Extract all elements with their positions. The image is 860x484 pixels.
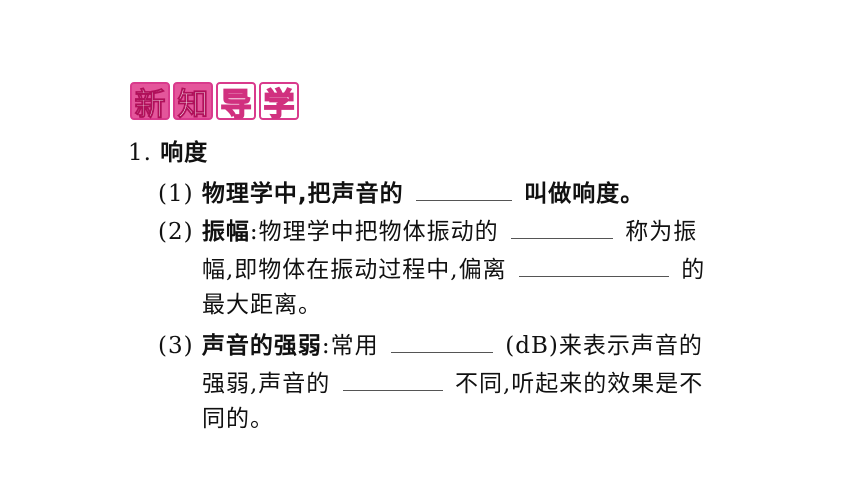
heading-char-4: 学 [259,82,299,123]
p3-line3: 同的。 [202,406,274,432]
blank-4[interactable] [390,328,493,353]
paragraph-3-line-2: 强弱,声音的 不同,听起来的效果是不 [202,366,703,399]
paragraph-1: (1) 物理学中,把声音的 叫做响度。 [158,176,644,209]
heading-char-2: 知 [173,82,213,123]
p1-label: (1) [158,181,194,207]
p3-term: 声音的强弱 [201,333,322,359]
p3-label: (3) [158,333,194,359]
paragraph-2-line-2: 幅,即物体在振动过程中,偏离 的 [202,252,705,285]
p3-line1-pre: 常用 [330,333,379,359]
item-title: 响度 [160,140,209,166]
p2-line2-post: 的 [681,257,706,283]
p3-line2-pre: 强弱,声音的 [202,371,331,397]
p2-line1-pre: 物理学中把物体振动的 [258,219,499,245]
section-heading: 新 知 导 学 [130,82,299,123]
paragraph-3-line-1: (3) 声音的强弱:常用 (dB)来表示声音的 [158,328,703,361]
heading-char-1: 新 [130,82,170,123]
heading-char-3: 导 [216,82,256,123]
p2-colon: : [249,219,259,245]
p3-line1-post: (dB)来表示声音的 [505,333,703,359]
p3-line2-post: 不同,听起来的效果是不 [454,371,704,397]
item-1-title: 1. 响度 [128,138,208,168]
p3-colon: : [321,333,331,359]
blank-2[interactable] [510,214,613,239]
paragraph-3-line-3: 同的。 [202,404,274,434]
blank-5[interactable] [342,366,443,391]
p2-line2-pre: 幅,即物体在振动过程中,偏离 [202,257,507,283]
p2-line3: 最大距离。 [202,292,322,318]
p2-line1-post: 称为振 [625,219,698,245]
blank-1[interactable] [415,176,512,201]
paragraph-2-line-1: (2) 振幅:物理学中把物体振动的 称为振 [158,214,697,247]
blank-3[interactable] [518,252,669,277]
p2-label: (2) [158,219,194,245]
p2-term: 振幅 [201,219,250,245]
item-number: 1. [128,140,152,166]
p1-text-post: 叫做响度。 [524,181,645,207]
paragraph-2-line-3: 最大距离。 [202,290,322,320]
p1-text-pre: 物理学中,把声音的 [201,181,404,207]
